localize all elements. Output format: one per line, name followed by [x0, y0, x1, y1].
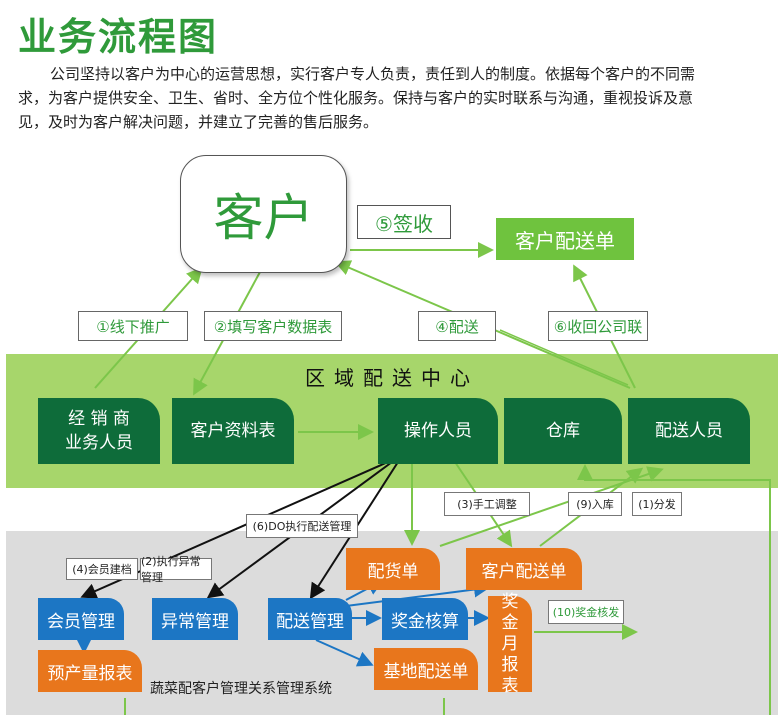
tag-do-delivery-management: (6)DO执行配送管理 [246, 514, 358, 538]
member-management-node: 会员管理 [38, 598, 124, 640]
tag-manual-adjust: (3)手工调整 [444, 492, 530, 516]
bonus-report-char: 金 [501, 612, 519, 633]
page-title: 业务流程图 [18, 15, 219, 59]
bonus-report-char: 报 [501, 654, 519, 675]
bonus-report-char: 表 [501, 675, 519, 696]
bonus-calculation-node: 奖金核算 [382, 598, 468, 640]
sales-staff-line2: 业务人员 [65, 433, 133, 453]
tag-dispatch: (1)分发 [632, 492, 682, 516]
operator-node: 操作人员 [378, 398, 498, 464]
line-step4-to-staff [499, 329, 629, 386]
tag-stock-in: (9)入库 [568, 492, 622, 516]
system-customer-order-node: 客户配送单 [466, 548, 582, 590]
distribution-center-title: 区域配送中心 [305, 366, 479, 390]
forecast-report-node: 预产量报表 [38, 650, 142, 692]
step-fill-customer-data: ②填写客户数据表 [204, 311, 342, 341]
warehouse-node: 仓库 [504, 398, 622, 464]
bonus-report-char: 奖 [501, 591, 519, 612]
tag-exception-execution: (2)执行异常管理 [140, 555, 212, 584]
customer-node: 客户 [180, 155, 347, 273]
customer-info-sheet-node: 客户资料表 [172, 398, 294, 464]
system-name-label: 蔬菜配客户管理关系管理系统 [150, 681, 332, 697]
bonus-monthly-report-node: 奖 金 月 报 表 [488, 592, 532, 696]
intro-paragraph: 公司坚持以客户为中心的运营思想，实行客户专人负责，责任到人的制度。依据每个客户的… [18, 65, 696, 131]
delivery-management-node: 配送管理 [268, 598, 352, 640]
loop-to-warehouse [577, 464, 771, 715]
sales-staff-line1: 经 销 商 [68, 409, 130, 429]
picking-order-node: 配货单 [346, 548, 440, 590]
sales-staff-node: 经 销 商 业务人员 [38, 398, 160, 464]
bonus-report-char: 月 [501, 633, 519, 654]
arrow-delivery-to-custorder [345, 581, 490, 607]
step-recover-company-copy: ⑥收回公司联 [548, 311, 648, 341]
customer-order-node: 客户配送单 [496, 218, 634, 260]
tag-bonus-issue: (10)奖金核发 [548, 600, 624, 624]
step-sign-label: ⑤签收 [357, 205, 451, 239]
step-delivery: ④配送 [418, 311, 496, 341]
exception-management-node: 异常管理 [152, 598, 238, 640]
base-delivery-order-node: 基地配送单 [374, 648, 478, 690]
step-offline-promotion: ①线下推广 [78, 311, 188, 341]
tag-member-filing: (4)会员建档 [66, 558, 138, 580]
delivery-staff-node: 配送人员 [628, 398, 750, 464]
arrow-delivery-to-base [315, 639, 374, 667]
